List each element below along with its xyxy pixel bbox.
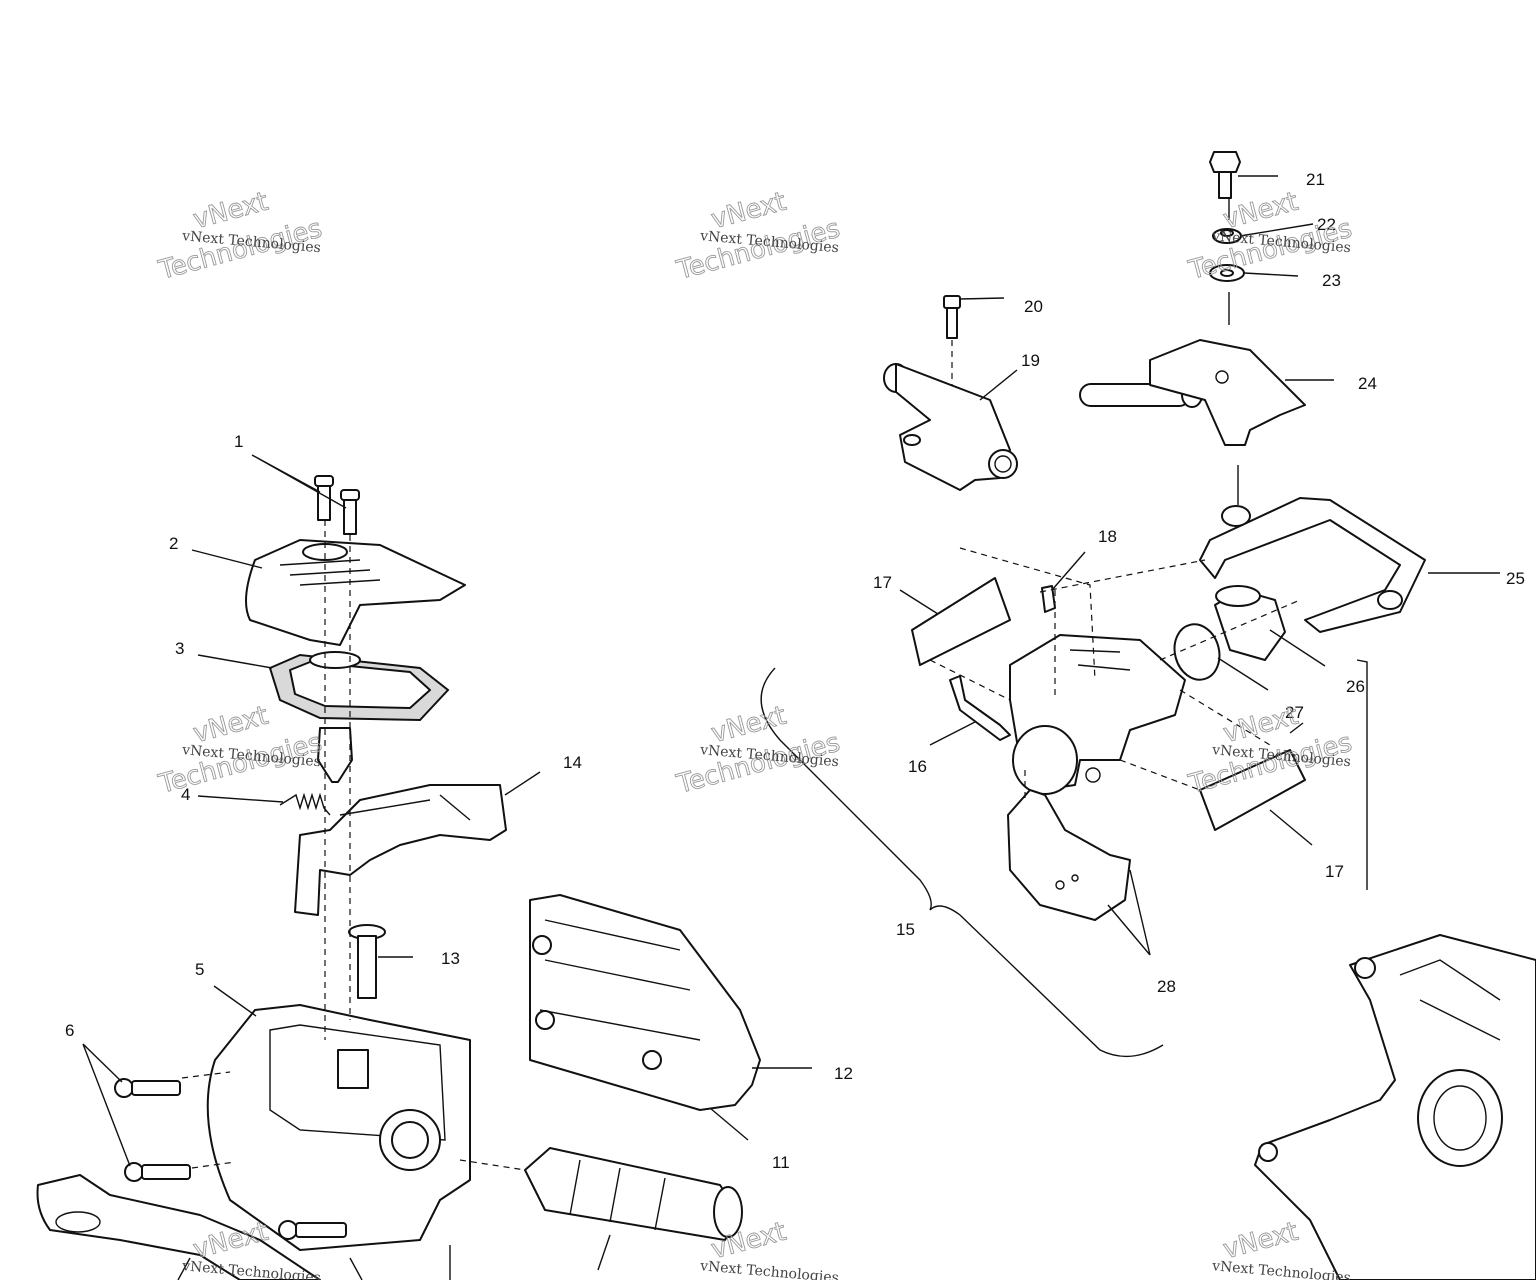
master-cylinder-body-part xyxy=(206,1004,471,1251)
screw-pair-part xyxy=(314,475,360,535)
alignment-line xyxy=(1119,759,1201,791)
callout-14: 14 xyxy=(563,753,582,772)
callout-4: 4 xyxy=(181,785,190,804)
alignment-line xyxy=(959,547,1096,681)
bolt-part xyxy=(1209,151,1241,199)
pad-spring-part xyxy=(911,577,1306,831)
alignment-line xyxy=(1159,599,1301,661)
mounting-screws-part xyxy=(114,1078,347,1240)
alignment-line xyxy=(181,1071,231,1079)
callout-1: 1 xyxy=(234,432,243,451)
watermark: vNext Technologies vNext Technologies xyxy=(155,186,326,286)
callout-18: 18 xyxy=(1098,527,1117,546)
banjo-fitting-part xyxy=(883,363,1018,491)
callout-17-top: 17 xyxy=(873,573,892,592)
callout-26: 26 xyxy=(1346,677,1365,696)
svg-text:vNext: vNext xyxy=(708,187,789,236)
pivot-pin-part xyxy=(348,924,386,999)
callout-15: 15 xyxy=(896,920,915,939)
svg-text:vNext: vNext xyxy=(708,701,789,750)
callout-13: 13 xyxy=(441,949,460,968)
callout-6: 6 xyxy=(65,1021,74,1040)
watermark: vNext Technologies vNext Technologies xyxy=(673,186,844,286)
bracket-with-tube-part xyxy=(1079,339,1306,446)
alignment-line xyxy=(191,1161,236,1169)
callout-12: 12 xyxy=(834,1064,853,1083)
hand-lever-blade-part xyxy=(36,1174,321,1280)
callout-20: 20 xyxy=(1024,297,1043,316)
callout-2: 2 xyxy=(169,534,178,553)
svg-text:vNext: vNext xyxy=(190,701,271,750)
spring-part xyxy=(279,792,331,816)
watermark: vNext Technologies vNext Technologies xyxy=(673,700,844,800)
callout-24: 24 xyxy=(1358,374,1377,393)
svg-text:vNext: vNext xyxy=(1220,701,1301,750)
callout-labels: 1 2 3 4 5 6 11 12 13 14 15 16 17 17 18 1… xyxy=(65,170,1525,1172)
brake-lever-part xyxy=(294,784,507,916)
gasket-part xyxy=(268,651,450,722)
caliper-frame-part xyxy=(1199,497,1426,633)
leader-lines xyxy=(82,175,1500,1280)
cover-part xyxy=(245,539,466,646)
brake-pads-part xyxy=(1007,789,1131,921)
svg-text:vNext: vNext xyxy=(1220,1217,1301,1266)
callout-17-bottom: 17 xyxy=(1325,862,1344,881)
callout-23: 23 xyxy=(1322,271,1341,290)
alignment-line xyxy=(929,659,1011,701)
callout-21: 21 xyxy=(1306,170,1325,189)
group-brace-15 xyxy=(760,667,1164,1058)
callout-11: 11 xyxy=(772,1153,790,1172)
piston-sleeve-part xyxy=(524,1147,743,1241)
callout-27: 27 xyxy=(1285,703,1304,722)
caliper-piston-part xyxy=(1173,585,1286,681)
callout-5: 5 xyxy=(195,960,204,979)
callout-19: 19 xyxy=(1021,351,1040,370)
svg-text:vNext Technologies: vNext Technologies xyxy=(698,1258,839,1280)
caliper-body-part xyxy=(949,634,1186,795)
svg-text:vNext: vNext xyxy=(190,187,271,236)
mounting-bracket-part xyxy=(1254,934,1536,1280)
watermark: vNext Technologies vNext Technologies xyxy=(155,700,326,800)
bleeder-valve-part xyxy=(1041,585,1056,613)
callout-22: 22 xyxy=(1317,215,1336,234)
reservoir-housing-part xyxy=(529,894,761,1111)
callout-3: 3 xyxy=(175,639,184,658)
small-bolt-part xyxy=(943,295,961,339)
callout-25: 25 xyxy=(1506,569,1525,588)
callout-16: 16 xyxy=(908,757,927,776)
callout-28: 28 xyxy=(1157,977,1176,996)
